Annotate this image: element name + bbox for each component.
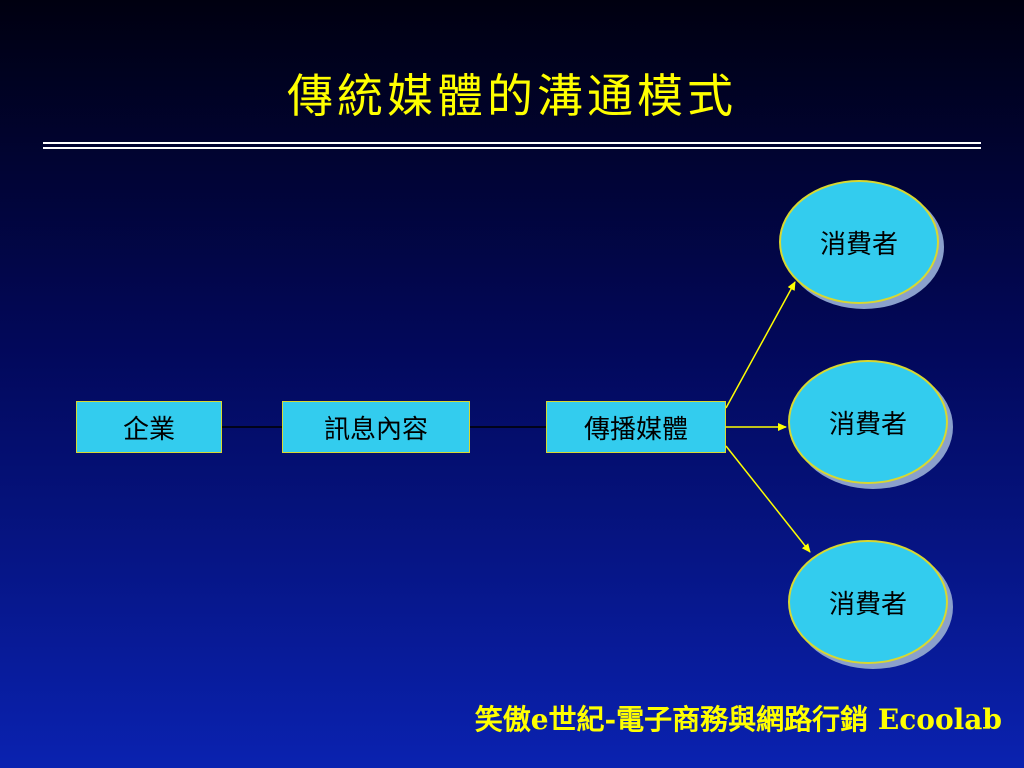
arrow-media-consumer-3 — [725, 445, 811, 553]
node-consumer-1: 消費者 — [779, 180, 939, 304]
slide-title: 傳統媒體的溝通模式 — [287, 69, 737, 123]
title-divider-bottom — [43, 147, 981, 149]
node-consumer-3: 消費者 — [788, 540, 948, 664]
slide-footer: 笑傲e世紀-電子商務與網路行銷 Ecoolab — [474, 703, 1002, 736]
arrow-media-consumer-1 — [725, 281, 796, 409]
node-company: 企業 — [76, 401, 222, 453]
node-media: 傳播媒體 — [546, 401, 726, 453]
node-consumer-2: 消費者 — [788, 360, 948, 484]
node-message-content: 訊息內容 — [282, 401, 470, 453]
title-divider-top — [43, 142, 981, 144]
